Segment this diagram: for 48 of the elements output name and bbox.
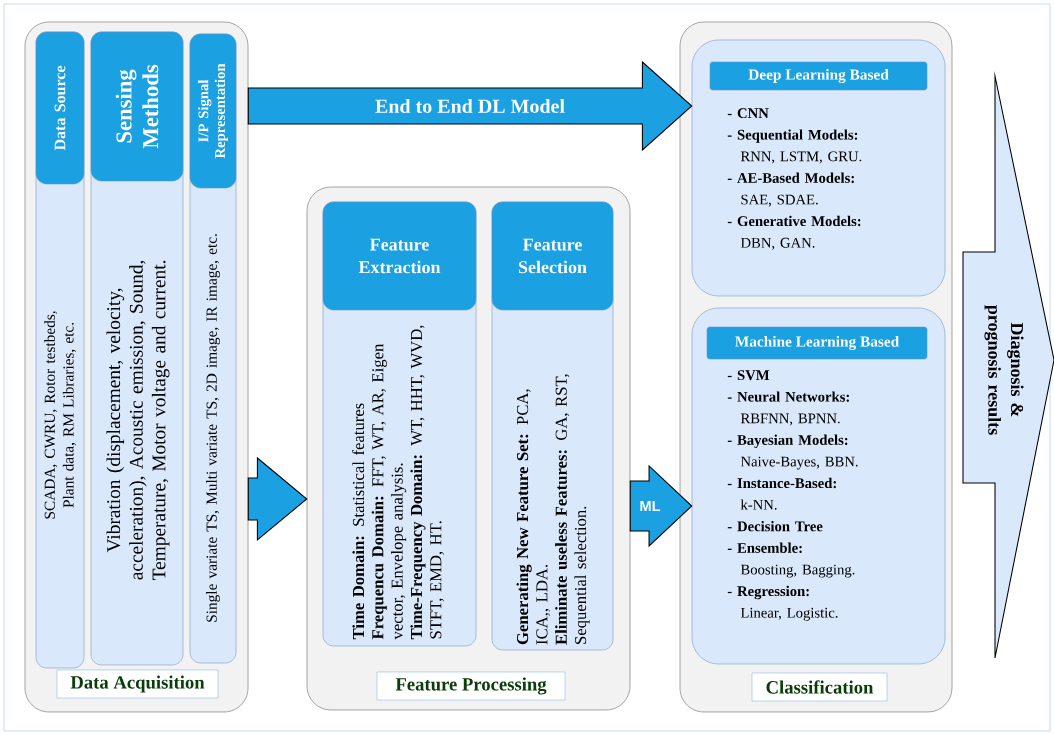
- body-text: Generating New Feature Set: PCA, ICA,, LDA. Eliminate useless Features: GA, RST, Sequential selection.: [516, 374, 590, 645]
- node-label: - CNN: [727, 108, 769, 119]
- column-box: [90, 31, 184, 666]
- node-label: Time-Frequency Domain: WT, HHT, WVD, STFT, EMD, HT.: [410, 325, 444, 640]
- header-tab: Feature Selection: [491, 201, 614, 311]
- node-label: RBFNN, BPNN.: [740, 413, 840, 426]
- node-label: - Decision Tree: [727, 521, 823, 532]
- column-box: [35, 31, 85, 669]
- item-list: - CNN - Sequential Models: RNN, LSTM, GRU. - AE-Based Models: SAE, SDAE. - Generative Models: DBN, GAN.: [727, 108, 862, 250]
- node-label: - Bayesian Models:: [727, 434, 848, 448]
- node-label: - Neural Networks:: [727, 391, 849, 402]
- rounded-box: [691, 307, 946, 665]
- node-label: RNN, LSTM, GRU.: [740, 151, 862, 164]
- rounded-box: [691, 39, 946, 297]
- column-box: [322, 201, 477, 647]
- block-arrow: [629, 464, 693, 548]
- panel-title: Feature Processing: [376, 671, 566, 701]
- header-bar: Deep Learning Based: [709, 61, 928, 91]
- header-tab: Data Source: [35, 31, 85, 185]
- header-tab: Sensing Methods: [90, 31, 184, 182]
- column-box: [491, 201, 614, 651]
- block-arrow: [247, 456, 308, 542]
- body-text: SCADA, CWRU, Rotor testbeds, Plant data, RM Libraries, etc.: [44, 311, 76, 519]
- node-label: - Instance-Based:: [727, 477, 836, 489]
- node-label: - AE-Based Models:: [727, 172, 854, 183]
- panel-title: Data Acquisition: [56, 669, 219, 699]
- column-box: [189, 33, 237, 664]
- panel-title: Classification: [751, 672, 888, 702]
- node-label: Time Domain: Statistical features: [352, 403, 365, 640]
- node-label: - Ensemble:: [727, 542, 802, 553]
- header-tab: Feature Extraction: [322, 201, 477, 311]
- node-label: Eliminate useless Features: GA, RST, Sequential selection.: [555, 374, 590, 645]
- header-tab: I/P Signal Representation: [189, 33, 237, 189]
- node-label: Boosting, Bagging.: [740, 564, 855, 578]
- body-text: Vibration (displacement, velocity, acceleration), Acoustic emission, Sound, Temperature, Motor voltage and current.: [106, 260, 170, 580]
- item-list: - SVM - Neural Networks: RBFNN, BPNN. - Bayesian Models: Naive-Bayes, BBN. - Instance-Based: k-NN. - Decision Tree - Ensemble: Boosting, Bagging. - Regression: Linear, Logistic.: [727, 370, 858, 621]
- node-label: - SVM: [727, 370, 770, 381]
- node-label: - Sequential Models:: [727, 129, 858, 143]
- node-label: - Generative Models:: [727, 215, 861, 227]
- node-label: Generating New Feature Set: PCA, ICA,, LDA.: [516, 389, 550, 645]
- node-label: Linear, Logistic.: [740, 607, 838, 621]
- node-label: - Regression:: [727, 585, 809, 600]
- node-label: DBN, GAN.: [740, 237, 815, 250]
- node-label: SAE, SDAE.: [741, 194, 818, 207]
- node-label: k-NN.: [740, 499, 777, 510]
- body-text: Single variate TS, Multi variate TS, 2D image, IR image, etc.: [206, 234, 220, 622]
- header-bar: Machine Learning Based: [706, 326, 928, 360]
- node-label: Naive-Bayes, BBN.: [740, 456, 858, 470]
